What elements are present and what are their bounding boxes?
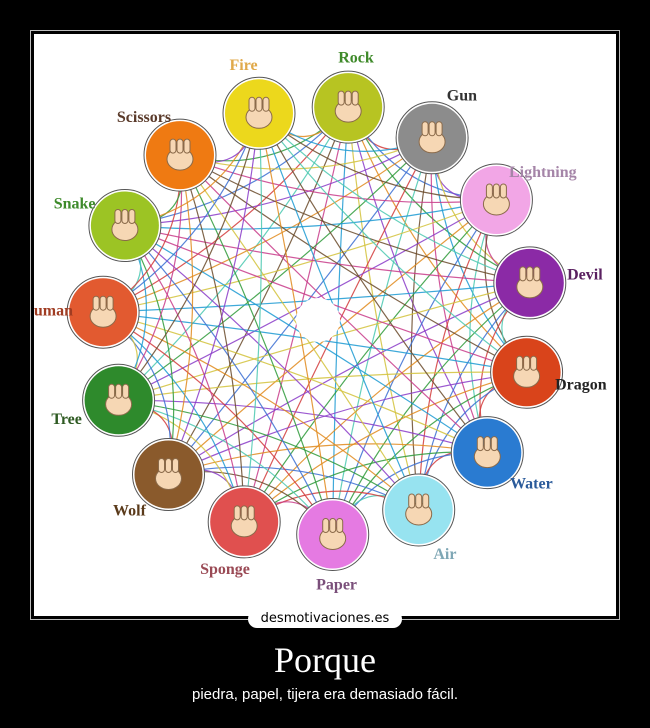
beats-arrow [179, 154, 334, 535]
beats-arrow [118, 371, 527, 401]
beats-arrow [179, 154, 497, 203]
beats-arrow [243, 113, 263, 522]
hand-icon [245, 96, 273, 129]
beats-arrow [102, 311, 334, 535]
hand-icon [473, 436, 501, 469]
beats-arrow [243, 282, 531, 523]
gesture-label-air: Air [433, 546, 456, 563]
beats-arrow [102, 137, 433, 313]
hand-icon [111, 209, 139, 241]
poster-subtitle: piedra, papel, tijera era demasiado fáci… [192, 686, 458, 703]
beats-arrow [124, 225, 245, 522]
beats-arrow [124, 224, 530, 284]
beats-arrow [410, 137, 433, 511]
gesture-label-fire: Fire [230, 57, 258, 74]
hand-icon [155, 458, 182, 490]
hand-icon [334, 90, 362, 123]
center-hole [296, 298, 340, 342]
gesture-label-wolf: Wolf [113, 502, 147, 519]
hand-icon [166, 138, 194, 171]
hand-icon [513, 355, 541, 388]
gesture-label-lightning: Lightning [509, 164, 577, 181]
beats-arrow [179, 154, 530, 284]
hand-icon [105, 383, 133, 416]
site-watermark: desmotivaciones.es [248, 610, 402, 628]
hand-icon [89, 295, 117, 328]
beats-arrow [332, 282, 531, 535]
hand-icon [319, 518, 347, 550]
beats-arrow [167, 113, 260, 475]
beats-arrow [102, 311, 420, 511]
gesture-label-rock: Rock [338, 50, 374, 67]
gesture-label-tree: Tree [51, 411, 82, 428]
beats-arrow [258, 112, 527, 373]
gesture-label-human: Human [34, 302, 73, 319]
rock-paper-scissors-15-diagram: RockGunLightningDevilDragonWaterAirPaper… [34, 50, 607, 594]
beats-arrow [118, 106, 349, 401]
gesture-label-paper: Paper [316, 576, 357, 593]
beats-arrow [430, 137, 488, 453]
beats-arrow [168, 443, 488, 476]
beats-arrow [347, 107, 420, 511]
beats-arrow [118, 399, 488, 454]
gesture-label-water: Water [510, 475, 553, 492]
beats-arrow [167, 154, 194, 475]
gesture-label-dragon: Dragon [555, 376, 607, 393]
gesture-label-scissors: Scissors [117, 109, 171, 126]
beats-arrow [168, 466, 419, 511]
beats-arrow [179, 154, 245, 522]
hand-icon [418, 121, 446, 154]
gesture-nodes [66, 70, 567, 571]
beats-arrow [179, 154, 488, 454]
gesture-label-gun: Gun [447, 87, 477, 104]
beats-arrow [418, 199, 497, 511]
beats-arrow [332, 199, 497, 535]
hand-icon [516, 266, 544, 299]
gesture-labels: RockGunLightningDevilDragonWaterAirPaper… [34, 50, 607, 594]
beats-arrow [347, 106, 488, 453]
beats-arrow [258, 113, 488, 453]
hand-icon [482, 183, 510, 216]
beats-arrow [118, 113, 260, 401]
beats-arrow [124, 199, 497, 230]
beats-arrow [168, 371, 527, 476]
beats-arrow [124, 225, 334, 535]
hand-icon [405, 493, 433, 526]
beats-arrow [124, 137, 433, 227]
beats-arrow [102, 106, 349, 313]
beats-arrow [243, 371, 527, 523]
beats-arrow [347, 106, 528, 373]
beats-arrow [118, 399, 420, 511]
beats-arrow [258, 112, 530, 284]
gesture-label-snake: Snake [54, 196, 96, 213]
gesture-label-sponge: Sponge [200, 561, 250, 578]
hand-icon [230, 505, 258, 538]
poster-title: Porque [274, 640, 376, 680]
gesture-label-devil: Devil [567, 266, 603, 283]
